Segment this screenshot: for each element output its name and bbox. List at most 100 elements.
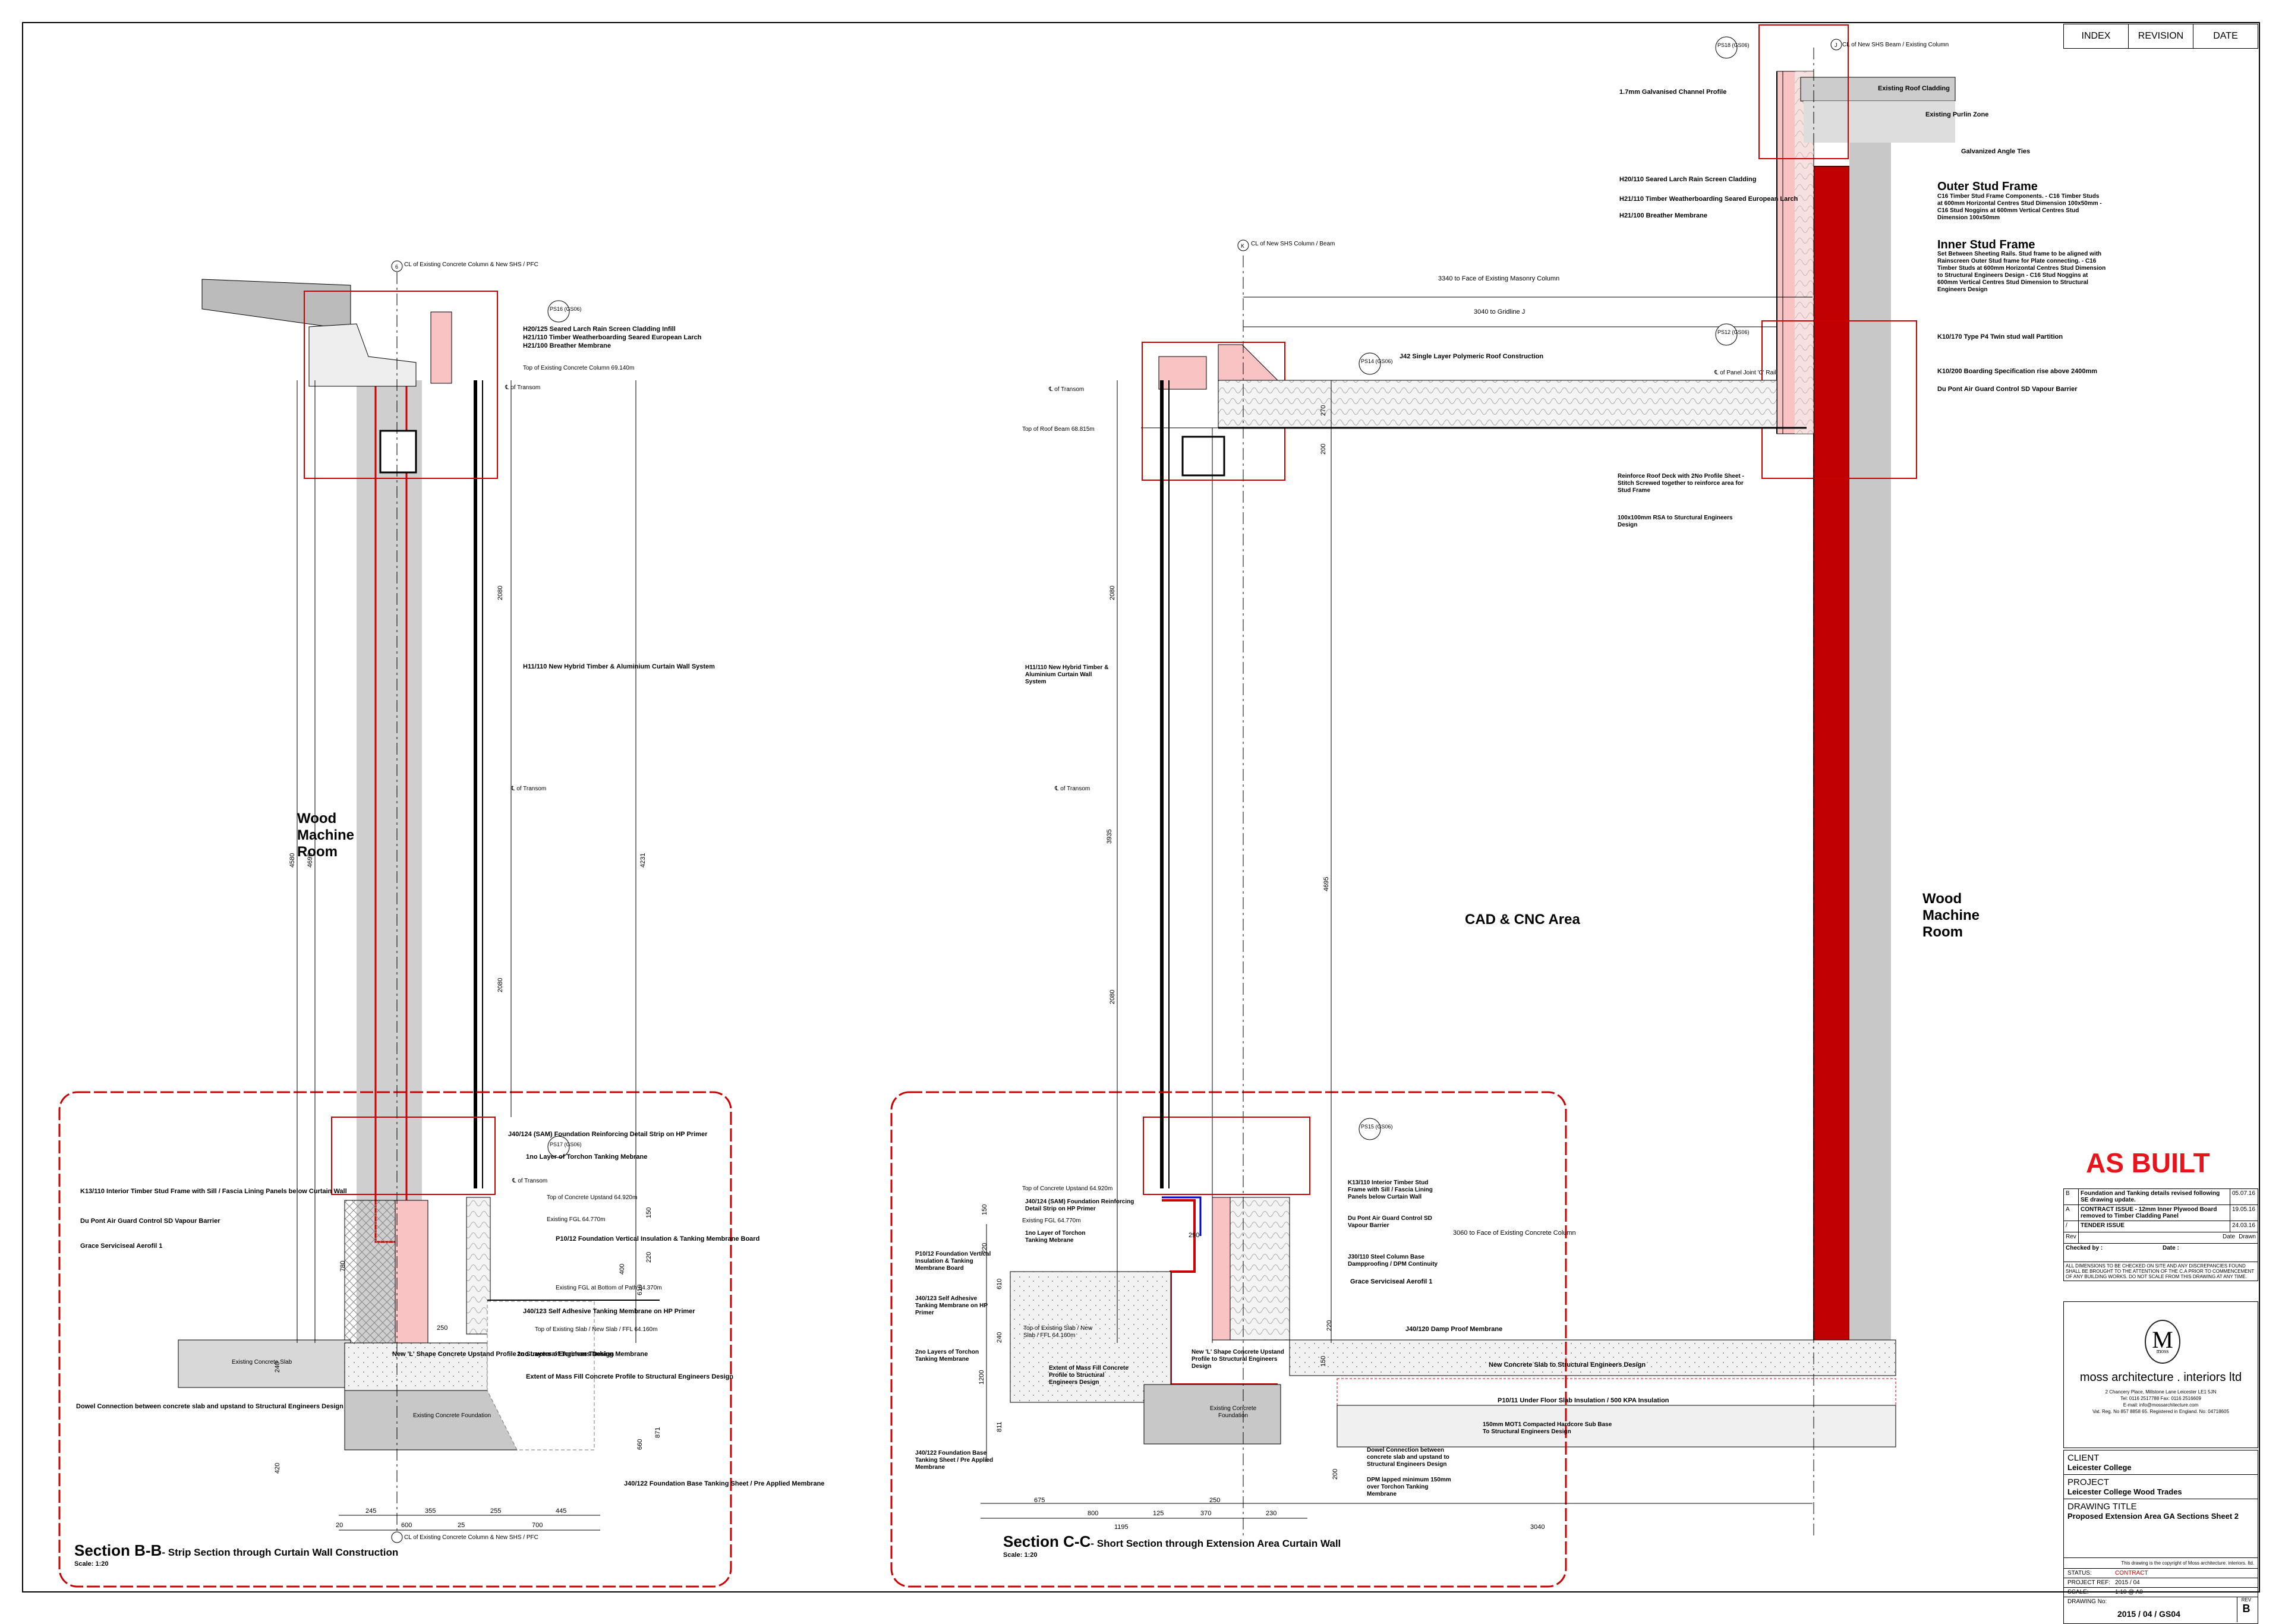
hardcore-sub-base	[1337, 1405, 1896, 1448]
svg-text:Existing Concrete Foundation: Existing Concrete Foundation	[413, 1412, 491, 1419]
section-bb	[58, 260, 732, 1588]
svg-text:4695: 4695	[307, 853, 314, 868]
svg-text:CL of New SHS Column / Beam: CL of New SHS Column / Beam	[1251, 241, 1335, 247]
svg-text:Wood: Wood	[1922, 891, 1962, 907]
svg-text:P10/12 Foundation Vertical Ins: P10/12 Foundation Vertical Insulation & …	[556, 1235, 759, 1243]
svg-text:290: 290	[1189, 1232, 1199, 1239]
svg-text:J: J	[1835, 42, 1837, 48]
svg-text:3935: 3935	[1106, 830, 1113, 844]
svg-text:445: 445	[556, 1508, 566, 1515]
svg-text:25: 25	[458, 1522, 465, 1529]
labels-bb: CL of Existing Concrete Column & New SHS…	[74, 261, 824, 1568]
svg-text:400: 400	[619, 1264, 626, 1275]
svg-text:J40/124 (SAM) Foundation Reinf: J40/124 (SAM) Foundation Reinforcing Det…	[508, 1131, 708, 1138]
svg-text:New 'L' Shape Concrete Upstand: New 'L' Shape Concrete Upstand Profile t…	[392, 1351, 614, 1358]
svg-text:600: 600	[401, 1522, 412, 1529]
svg-text:J40/122 Foundation Base Tankin: J40/122 Foundation Base Tanking Sheet / …	[624, 1480, 824, 1487]
svg-text:Machine: Machine	[297, 827, 354, 843]
svg-text:420: 420	[274, 1463, 281, 1474]
svg-text:245: 245	[365, 1508, 376, 1515]
svg-text:780: 780	[339, 1261, 346, 1272]
section-cc	[890, 24, 1956, 1588]
red-steel-column	[1813, 166, 1850, 1344]
firm-name: moss architecture . interiors ltd	[2079, 1371, 2242, 1384]
header-date: DATE	[2213, 31, 2238, 41]
svg-text:3340 to Face of Existing Mason: 3340 to Face of Existing Masonry Column	[1438, 275, 1559, 282]
svg-text:℄ of Transom: ℄ of Transom	[505, 384, 540, 391]
svg-text:6: 6	[395, 264, 398, 270]
revision-cloud-bb	[58, 1091, 732, 1588]
svg-text:K13/110 Interior Timber Stud F: K13/110 Interior Timber Stud Frame with …	[80, 1188, 347, 1195]
svg-text:240: 240	[996, 1332, 1003, 1343]
svg-text:3040 to Gridline J: 3040 to Gridline J	[1474, 308, 1525, 316]
svg-text:220: 220	[645, 1252, 653, 1263]
svg-text:Du Pont Air Guard Control SD V: Du Pont Air Guard Control SD Vapour Barr…	[1937, 386, 2078, 393]
svg-text:Scale: 1:20: Scale: 1:20	[74, 1560, 108, 1568]
svg-text:H20/110 Seared Larch Rain Scre: H20/110 Seared Larch Rain Screen Claddin…	[1619, 176, 1756, 183]
svg-text:2080: 2080	[497, 978, 504, 992]
svg-text:Existing FGL 64.770m: Existing FGL 64.770m	[547, 1216, 606, 1223]
svg-text:610: 610	[996, 1279, 1003, 1289]
svg-text:Top of Concrete Upstand 64.920: Top of Concrete Upstand 64.920m	[1022, 1185, 1112, 1192]
copyright: This drawing is the copyright of Moss ar…	[2064, 1558, 2258, 1569]
svg-text:Existing Purlin Zone: Existing Purlin Zone	[1925, 111, 1988, 118]
svg-text:2080: 2080	[497, 586, 504, 600]
svg-text:Existing FGL at Bottom of Path: Existing FGL at Bottom of Path 64.370m	[556, 1285, 662, 1291]
svg-text:Existing FGL 64.770m: Existing FGL 64.770m	[1022, 1218, 1081, 1224]
labels-cc: CL of New SHS Beam / Existing Column CL …	[915, 42, 2106, 1559]
svg-text:Inner Stud Frame: Inner Stud Frame	[1937, 238, 2035, 251]
svg-text:270: 270	[1320, 405, 1327, 416]
svg-text:CL of Existing Concrete Column: CL of Existing Concrete Column & New SHS…	[404, 1534, 538, 1541]
notes: ALL DIMENSIONS TO BE CHECKED ON SITE AND…	[2066, 1263, 2255, 1279]
svg-text:J40/123 Self Adhesive Tanking: J40/123 Self Adhesive Tanking Membrane o…	[523, 1308, 695, 1315]
svg-text:3060 to Face of Existing Concr: 3060 to Face of Existing Concrete Column	[1453, 1229, 1576, 1237]
base-detail-box	[331, 1117, 496, 1195]
svg-text:871: 871	[654, 1427, 661, 1438]
svg-text:PS18 (GS06): PS18 (GS06)	[1717, 42, 1750, 48]
header-index: INDEX	[2064, 24, 2129, 48]
svg-text:℄ of Transom: ℄ of Transom	[1054, 786, 1090, 792]
svg-text:240: 240	[274, 1362, 281, 1373]
svg-text:20: 20	[336, 1522, 343, 1529]
svg-text:Top of Concrete Upstand 64.920: Top of Concrete Upstand 64.920m	[547, 1194, 637, 1201]
svg-text:℄ of Panel Joint 'C' Rail: ℄ of Panel Joint 'C' Rail	[1714, 370, 1776, 376]
grid6-top-label: CL of Existing Concrete Column & New SHS…	[404, 261, 538, 268]
svg-text:℄ of Transom: ℄ of Transom	[512, 1178, 547, 1184]
svg-text:4695: 4695	[1323, 877, 1330, 891]
svg-text:610: 610	[636, 1285, 644, 1295]
checked-row: Checked by :Date :	[2064, 1244, 2258, 1262]
roof-deck	[1218, 380, 1777, 428]
section-cc-title: Section C-C- Short Section through Exten…	[1003, 1532, 1341, 1550]
svg-text:Galvanized Angle Ties: Galvanized Angle Ties	[1961, 148, 2030, 155]
existing-masonry	[1849, 137, 1891, 1343]
svg-text:Room: Room	[297, 844, 338, 860]
firm-address: 2 Chancery Place, Millstone Lane Leicest…	[2092, 1389, 2229, 1414]
project-ref-row: PROJECT REF:2015 / 04	[2064, 1578, 2258, 1588]
sheet-border	[22, 22, 2260, 1593]
svg-text:800: 800	[1088, 1510, 1098, 1517]
svg-text:PS15 (GS06): PS15 (GS06)	[1361, 1124, 1393, 1130]
svg-text:2080: 2080	[1109, 586, 1116, 600]
svg-text:Existing Concrete Slab: Existing Concrete Slab	[232, 1359, 292, 1366]
svg-text:℄ of Transom: ℄ of Transom	[510, 786, 546, 792]
revision-cloud-cc	[890, 1091, 1567, 1588]
svg-text:660: 660	[636, 1439, 644, 1450]
svg-text:811: 811	[996, 1421, 1003, 1432]
svg-text:PS14 (GS06): PS14 (GS06)	[1361, 358, 1393, 364]
svg-text:150: 150	[1320, 1356, 1327, 1367]
drawing-no-row: DRAWING No: 2015 / 04 / GS04 REV B	[2064, 1597, 2258, 1623]
svg-text:Grace Serviciseal Aerofil 1: Grace Serviciseal Aerofil 1	[1350, 1278, 1432, 1285]
svg-text:Machine: Machine	[1922, 907, 1980, 923]
svg-text:Room: Room	[1922, 924, 1963, 940]
svg-text:K10/200 Boarding Specification: K10/200 Boarding Specification rise abov…	[1937, 368, 2097, 375]
svg-text:PS16 (GS06): PS16 (GS06)	[550, 306, 582, 312]
svg-text:J40/120 Damp Proof Membrane: J40/120 Damp Proof Membrane	[1405, 1326, 1502, 1333]
